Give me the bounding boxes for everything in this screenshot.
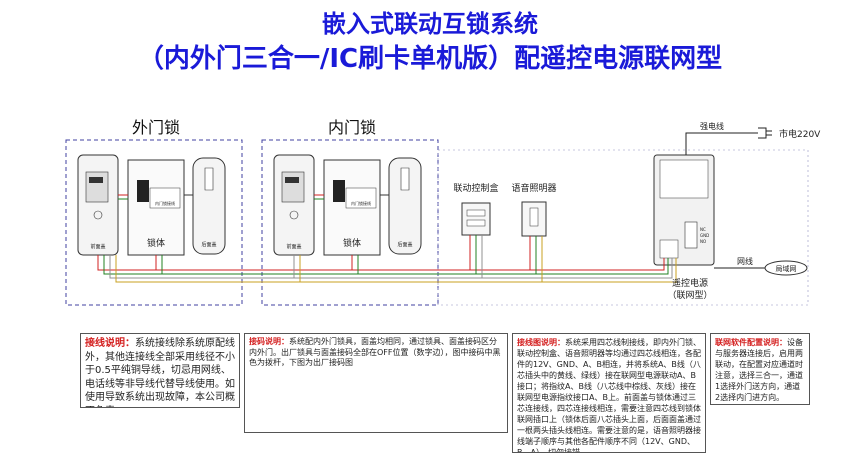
diagram-note-heading: 接线图说明： (517, 338, 565, 347)
wiring-note-heading: 接线说明： (85, 338, 135, 349)
inner-lock-group-box (261, 139, 439, 306)
inner-front-panel-label: 前面盖 (286, 243, 301, 250)
network-cable-label: 网线 (737, 256, 753, 266)
power-cable-label: 强电线 (700, 121, 724, 131)
wiring-note: 接线说明：系统接线除系统原配线外，其他连接线全部采用线径不小于0.5平纯铜导线，… (80, 333, 240, 408)
voice-light-unit (521, 201, 547, 237)
system-frame (437, 149, 809, 306)
inner-lock-plate-label: 内门锁接线 (351, 200, 371, 206)
inner-lock-body-label: 锁体 (343, 237, 361, 249)
diagram-note-body: 系统采用四芯线制接线，即内外门锁、联动控制盒、语音照明器等均通过四芯线相连，各配… (517, 338, 701, 453)
network-note-heading: 联网软件配置说明： (715, 338, 787, 347)
plug-icon (758, 127, 767, 139)
coding-note: 接码说明：系统配内外门锁具，面盖均相同，通过锁具、面盖接码区分内外门。出厂锁具与… (244, 333, 508, 433)
inner-rear-panel (388, 157, 422, 255)
outer-front-panel (77, 154, 119, 256)
power-cable (685, 132, 758, 155)
remote-power-unit (653, 154, 715, 266)
control-box-label: 联动控制盒 (453, 182, 498, 194)
outer-front-panel-label: 前面盖 (90, 243, 105, 250)
title-line-2: （内外门三合一/IC刷卡单机版）配遥控电源联网型 (137, 44, 723, 74)
inner-lock-body (323, 159, 381, 256)
outer-lock-group-label: 外门锁 (132, 118, 180, 137)
outer-rear-panel (192, 157, 226, 255)
outer-lock-plate-label: 内门锁接线 (155, 200, 175, 206)
power-unit-label-2: （联网型） (667, 290, 712, 301)
network-config-note: 联网软件配置说明：设备与服务器连接后，启用两联动，在配置对应通道时注意，选择三合… (710, 333, 810, 405)
inner-rear-panel-label: 后面盖 (397, 241, 412, 248)
lan-label: 局域网 (776, 264, 797, 273)
coding-note-heading: 接码说明： (249, 337, 289, 346)
outer-lock-body (127, 159, 185, 256)
network-note-body: 设备与服务器连接后，启用两联动，在配置对应通道时注意，选择三合一，通道1选择外门… (715, 338, 803, 402)
mains-label: 市电220V (779, 128, 821, 140)
outer-lock-group-box (65, 139, 243, 306)
terminal-gnd: GND (700, 233, 709, 238)
inner-front-panel (273, 154, 315, 256)
power-unit-label-1: 遥控电源 (672, 277, 708, 289)
diagram-note: 接线图说明：系统采用四芯线制接线，即内外门锁、联动控制盒、语音照明器等均通过四芯… (512, 333, 706, 453)
outer-rear-panel-label: 后面盖 (201, 241, 216, 248)
terminal-no: NO (700, 239, 706, 244)
lan-cloud-icon (764, 260, 808, 276)
wiring-note-body: 系统接线除系统原配线外，其他连接线全部采用线径不小于0.5平纯铜导线，切忌用网线… (85, 338, 235, 407)
inner-lock-group-label: 内门锁 (328, 118, 376, 137)
bus-wires (97, 194, 677, 283)
title-line-1: 嵌入式联动互锁系统 (322, 10, 538, 38)
voice-light-label: 语音照明器 (511, 182, 556, 194)
outer-lock-body-label: 锁体 (147, 237, 165, 249)
terminal-nc: NC (700, 227, 706, 232)
control-box (461, 202, 491, 236)
coding-note-body: 系统配内外门锁具，面盖均相同，通过锁具、面盖接码区分内外门。出厂锁具与面盖接码全… (249, 337, 501, 367)
